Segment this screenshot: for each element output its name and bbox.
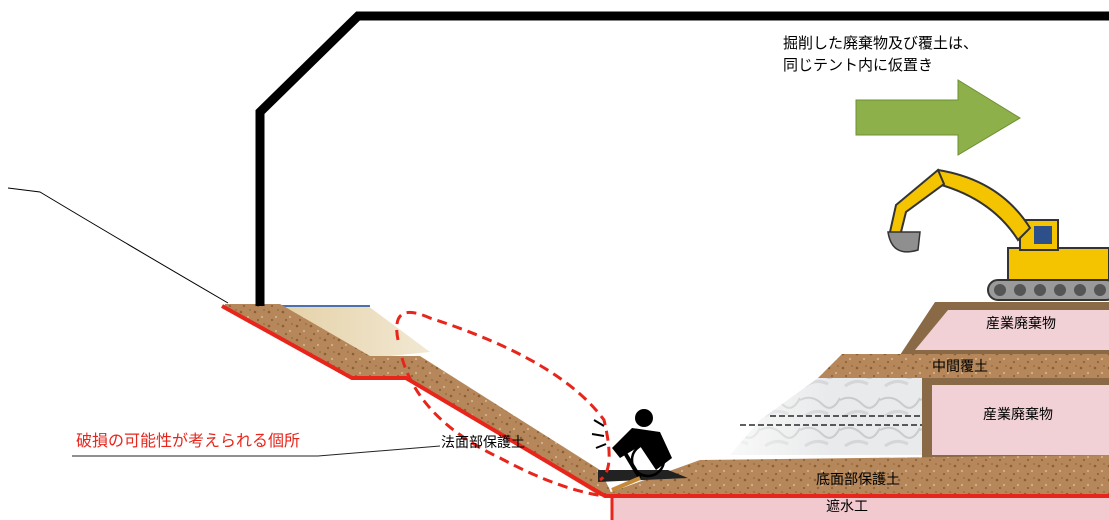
industrial-waste-lower-fill xyxy=(932,385,1109,455)
excavator-icon xyxy=(887,168,1109,301)
caption: 掘削した廃棄物及び覆土は、 同じテント内に仮置き xyxy=(783,32,978,76)
industrial-waste-upper-fill xyxy=(915,310,1109,350)
bottom-protection-soil-layer xyxy=(600,455,1109,496)
intermediate-cover-soil-label: 中間覆土 xyxy=(932,359,988,375)
water-shielding-layer xyxy=(612,497,1109,520)
damage-ellipse xyxy=(395,310,611,498)
intermediate-cover-layer xyxy=(818,354,1109,378)
direction-arrow-icon xyxy=(855,79,1021,156)
industrial-waste-lower-label: 産業廃棄物 xyxy=(983,407,1053,423)
industrial-waste-upper-label: 産業廃棄物 xyxy=(986,316,1056,332)
damage-leader-line xyxy=(72,445,441,457)
ground-line xyxy=(7,187,229,304)
liner-line xyxy=(221,304,1109,498)
sand-fill xyxy=(280,306,430,358)
water-shielding-label: 遮水工 xyxy=(826,499,868,515)
worker-icon xyxy=(591,402,688,492)
bottom-protection-soil-label: 底面部保護土 xyxy=(816,472,900,488)
caption-line-1: 掘削した廃棄物及び覆土は、 xyxy=(783,34,979,52)
damage-point-label: 破損の可能性が考えられる個所 xyxy=(76,431,301,450)
tent-frame xyxy=(255,11,1109,306)
slope-protection-soil-layer xyxy=(224,304,612,496)
slope-protection-soil-label: 法面部保護土 xyxy=(441,435,525,451)
caption-line-2: 同じテント内に仮置き xyxy=(783,56,934,74)
